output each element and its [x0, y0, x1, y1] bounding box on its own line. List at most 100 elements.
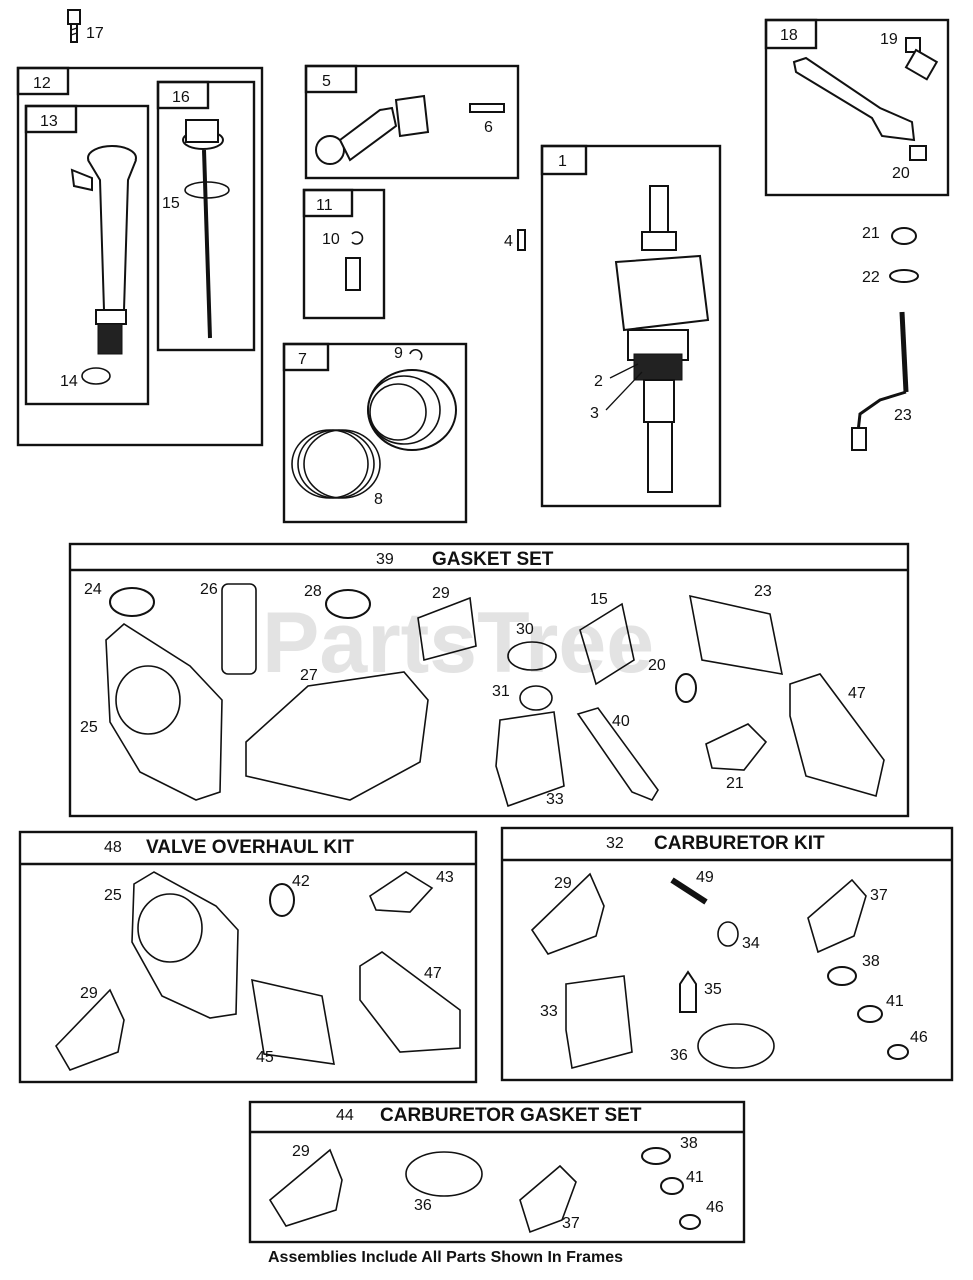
oil-fill-tube-icon — [70, 145, 137, 355]
gasket-29-kit-icon — [55, 988, 125, 1071]
kit-gasket-set-number: 39 — [376, 551, 394, 568]
connecting-rod-icon — [315, 94, 430, 165]
g-callout-15: 15 — [590, 591, 608, 608]
seal-42-icon — [269, 883, 295, 917]
kit-carb-gasket-title: CARBURETOR GASKET SET — [380, 1105, 642, 1126]
gasket-29-icon — [417, 596, 477, 662]
governor-shaft-23-icon — [851, 311, 909, 451]
gasket-37-icon — [807, 878, 867, 954]
frame-1-tag — [540, 144, 588, 176]
clip-9-icon — [409, 348, 423, 361]
s-callout-36: 36 — [414, 1197, 432, 1214]
frame-5 — [304, 64, 520, 180]
seal-46-set-icon — [679, 1214, 701, 1230]
c-callout-34: 34 — [742, 935, 760, 952]
seal-24-icon — [109, 587, 155, 617]
o-ring-36-set-icon — [405, 1151, 483, 1197]
head-gasket-25-icon — [105, 623, 223, 801]
kit-carb-number: 32 — [606, 835, 624, 852]
footer-note: Assemblies Include All Parts Shown In Fr… — [268, 1249, 623, 1266]
gasket-33-carb-icon — [565, 975, 633, 1070]
callout-21: 21 — [862, 225, 880, 242]
s-callout-37: 37 — [562, 1215, 580, 1232]
frame-11-number: 11 — [316, 197, 333, 214]
callout-23: 23 — [894, 407, 912, 424]
kit-valve-number: 48 — [104, 839, 122, 856]
frame-12-tag — [16, 66, 70, 96]
c-callout-33: 33 — [540, 1003, 558, 1020]
frame-1-number: 1 — [558, 153, 567, 170]
part-17-bolt-icon — [67, 9, 81, 43]
g-callout-30: 30 — [516, 621, 534, 638]
frame-7-tag — [282, 342, 330, 372]
screw-19-icon — [904, 37, 939, 81]
piston-pin-icon — [345, 257, 361, 291]
seal-28-icon — [325, 589, 371, 619]
frame-7-number: 7 — [298, 351, 307, 368]
gasket-23-icon — [688, 594, 784, 675]
c-callout-41: 41 — [886, 993, 904, 1010]
v-callout-29: 29 — [80, 985, 98, 1002]
rod-bolt-6-icon — [469, 103, 505, 113]
dipstick-icon — [182, 119, 230, 339]
frame-13-number: 13 — [40, 113, 58, 130]
gasket-29-carb-icon — [530, 872, 605, 955]
clip-10-icon — [351, 231, 364, 245]
c-callout-37: 37 — [870, 887, 888, 904]
frame-16-number: 16 — [172, 89, 190, 106]
callout-17: 17 — [86, 25, 104, 42]
g-callout-21: 21 — [726, 775, 744, 792]
g-callout-33: 33 — [546, 791, 564, 808]
kit-carb-gasket-number: 44 — [336, 1107, 354, 1124]
seal-20-icon — [675, 673, 697, 703]
c-callout-46: 46 — [910, 1029, 928, 1046]
gasket-47-kit-icon — [359, 951, 461, 1053]
needle-35-icon — [679, 970, 697, 1013]
c-callout-35: 35 — [704, 981, 722, 998]
frame-13-tag — [24, 104, 78, 134]
v-callout-47: 47 — [424, 965, 442, 982]
governor-lever-icon — [792, 56, 916, 142]
g-callout-40: 40 — [612, 713, 630, 730]
gasket-26-icon — [221, 583, 257, 675]
v-callout-45: 45 — [256, 1049, 274, 1066]
gasket-21-icon — [705, 723, 768, 771]
gasket-45-icon — [251, 978, 335, 1065]
washer-38-set-icon — [641, 1147, 671, 1165]
g-callout-23: 23 — [754, 583, 772, 600]
seal-46-icon — [887, 1044, 909, 1060]
gasket-15-icon — [579, 602, 635, 686]
callout-3: 3 — [590, 405, 599, 422]
s-callout-29: 29 — [292, 1143, 310, 1160]
s-callout-41: 41 — [686, 1169, 704, 1186]
seal-41-icon — [857, 1005, 883, 1023]
seal-21-icon — [891, 227, 917, 245]
frame-5-number: 5 — [322, 73, 331, 90]
watermark: PartsTree — [262, 595, 654, 691]
g-callout-24: 24 — [84, 581, 102, 598]
kit-valve-title: VALVE OVERHAUL KIT — [146, 837, 354, 858]
c-callout-38: 38 — [862, 953, 880, 970]
g-callout-20: 20 — [648, 657, 666, 674]
frame-18 — [764, 18, 950, 197]
leader-3 — [605, 371, 643, 411]
callout-15: 15 — [162, 195, 180, 212]
frame-5-tag — [304, 64, 358, 94]
gasket-47-icon — [789, 673, 885, 798]
gasket-33-icon — [495, 711, 565, 808]
gasket-29-set-icon — [268, 1148, 343, 1227]
g-callout-25: 25 — [80, 719, 98, 736]
kit-carburetor-gasket-set — [248, 1100, 746, 1244]
g-callout-26: 26 — [200, 581, 218, 598]
g-callout-28: 28 — [304, 583, 322, 600]
frame-18-number: 18 — [780, 27, 798, 44]
kit-valve-overhaul — [18, 830, 478, 1084]
gasket-27-icon — [245, 671, 429, 801]
washer-38-icon — [827, 966, 857, 986]
callout-19: 19 — [880, 31, 898, 48]
crankshaft-icon — [614, 185, 710, 493]
piston-rings-icon — [291, 429, 381, 499]
o-ring-14-icon — [81, 367, 111, 385]
c-callout-36: 36 — [670, 1047, 688, 1064]
v-callout-42: 42 — [292, 873, 310, 890]
